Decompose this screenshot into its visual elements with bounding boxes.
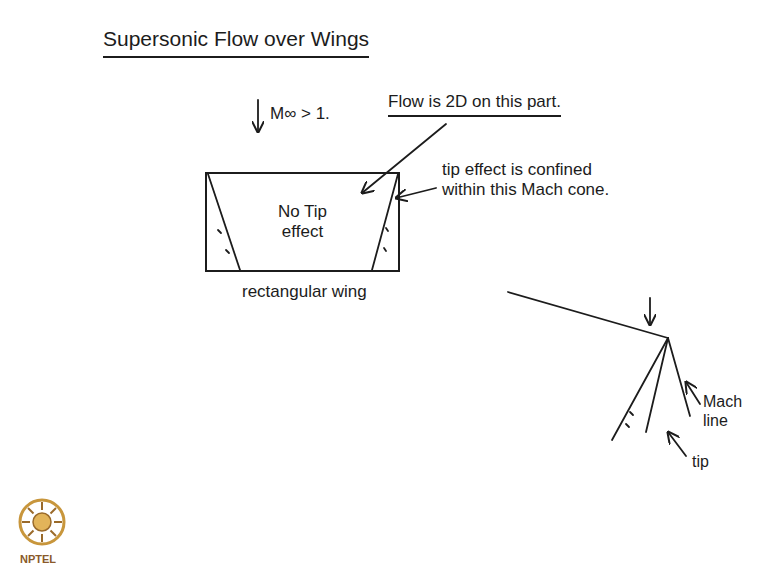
leader-line: [396, 188, 436, 198]
note: tip effect is confined within this Mach …: [442, 160, 624, 201]
shading-ticks: [626, 412, 633, 427]
mach-number: M∞ > 1.: [270, 104, 330, 124]
part-name: Mach line: [703, 392, 753, 430]
mach-line: [646, 338, 668, 432]
region-label: No Tip effect: [263, 202, 343, 243]
mach-line: [668, 338, 690, 416]
part-name: tip: [692, 452, 709, 471]
logo: [20, 500, 64, 544]
shading-ticks: [218, 230, 229, 253]
part-name: rectangular wing: [242, 282, 367, 302]
slide-title: Supersonic Flow over Wings: [103, 26, 369, 58]
leading-edge: [508, 292, 668, 338]
note: Flow is 2D on this part.: [388, 92, 561, 117]
flow-arrow: [257, 100, 259, 132]
watermark: NPTEL: [20, 553, 56, 566]
shading-ticks: [384, 228, 388, 251]
leader-line: [362, 124, 446, 193]
leader-line: [686, 382, 700, 404]
mach-line: [208, 174, 240, 270]
flow-arrow: [649, 298, 651, 325]
mach-line: [372, 174, 398, 270]
leader-line: [668, 432, 686, 456]
wing-planform: No Tip effect: [205, 172, 400, 272]
wing-tip-edge: [612, 338, 668, 440]
